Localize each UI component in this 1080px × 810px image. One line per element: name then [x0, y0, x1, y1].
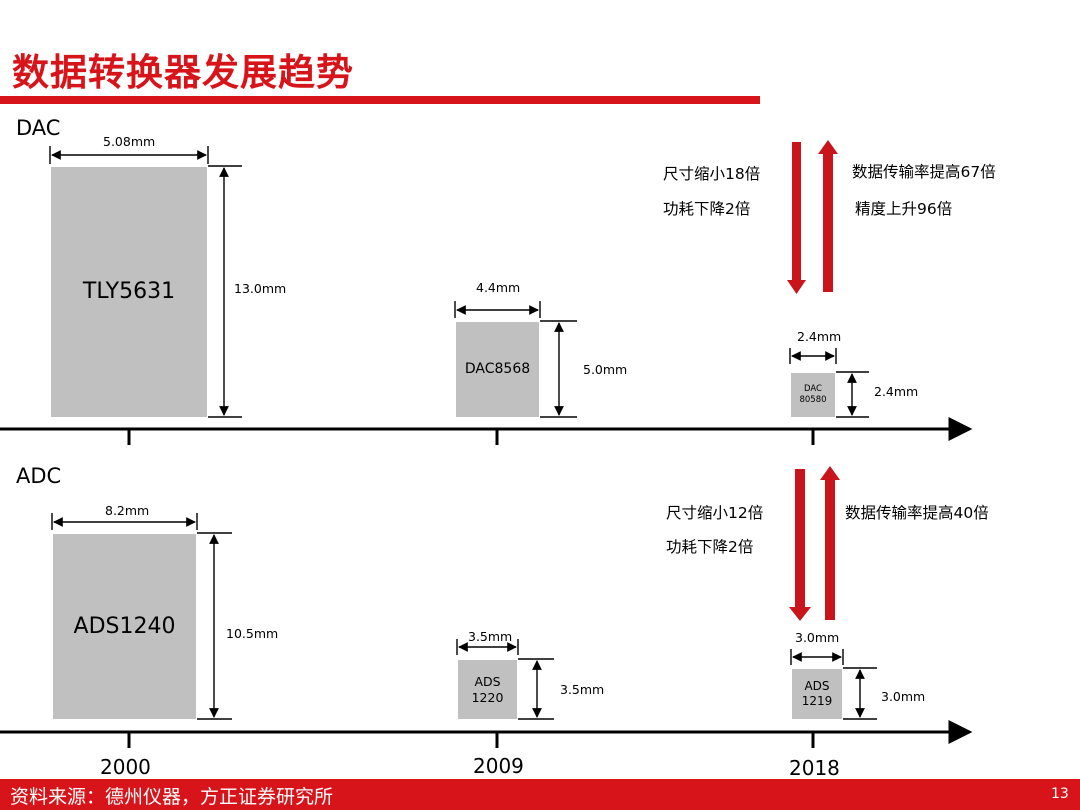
adc-note-size: 尺寸缩小12倍: [666, 504, 764, 522]
dac-chip2-dimensions: [454, 301, 577, 418]
dac-down-arrow: [787, 142, 806, 294]
chip-label: ADS1240: [73, 613, 176, 639]
dac-chip1-height-label: 13.0mm: [234, 281, 287, 296]
adc-chip-ads1240: ADS1240: [53, 534, 196, 719]
dac-chip-dac80580: DAC 80580: [791, 373, 835, 417]
year-label-2000: 2000: [100, 755, 151, 779]
adc-chip3-height-label: 3.0mm: [881, 689, 926, 704]
adc-chip-ads1219: ADS 1219: [792, 669, 842, 719]
adc-chip3-dimensions: [790, 649, 877, 720]
footer-bar: [0, 779, 1080, 810]
year-label-2009: 2009: [473, 754, 524, 778]
dac-note-precision: 精度上升96倍: [855, 200, 953, 218]
dac-chip3-width-label: 2.4mm: [797, 329, 842, 344]
page-number: 13: [1051, 786, 1069, 802]
chip-label-line2: 1219: [801, 694, 833, 708]
dac-chip2-height-label: 5.0mm: [583, 362, 628, 377]
chip-label: DAC8568: [464, 360, 531, 377]
adc-chip1-dimensions: [51, 513, 232, 720]
chip-label-line1: ADS: [804, 679, 830, 693]
chip-label-line2: 80580: [799, 395, 827, 405]
adc-down-arrow: [789, 469, 811, 621]
adc-chip2-width-label: 3.5mm: [468, 629, 513, 644]
dac-chip1-width-label: 5.08mm: [103, 134, 156, 149]
adc-chip-ads1220: ADS 1220: [458, 660, 517, 719]
page-title: 数据转换器发展趋势: [12, 51, 354, 94]
dac-timeline-axis: [0, 417, 973, 445]
chip-label-line1: ADS: [474, 673, 501, 689]
chip-label-line2: 1220: [471, 689, 504, 705]
adc-chip1-height-label: 10.5mm: [226, 626, 279, 641]
adc-note-rate: 数据传输率提高40倍: [845, 504, 989, 522]
dac-up-arrow: [818, 140, 838, 292]
adc-chip2-height-label: 3.5mm: [560, 682, 605, 697]
adc-section-label: ADC: [16, 464, 62, 488]
chip-label-line1: DAC: [804, 384, 822, 395]
dac-chip-tly5631: TLY5631: [51, 167, 207, 417]
dac-note-power: 功耗下降2倍: [663, 200, 751, 218]
adc-note-power: 功耗下降2倍: [666, 538, 754, 556]
adc-chip2-dimensions: [456, 639, 554, 720]
year-label-2018: 2018: [789, 756, 840, 780]
dac-chip1-dimensions: [49, 146, 242, 418]
dac-chip3-dimensions: [789, 348, 869, 418]
adc-timeline-axis: [0, 720, 973, 748]
dac-chip-dac8568: DAC8568: [456, 322, 539, 417]
chip-label: TLY5631: [82, 279, 176, 305]
footer-source: 资料来源：德州仪器，方正证券研究所: [10, 786, 334, 808]
dac-chip3-height-label: 2.4mm: [874, 384, 919, 399]
dac-note-size: 尺寸缩小18倍: [663, 165, 761, 183]
adc-up-arrow: [820, 466, 840, 620]
dac-section-label: DAC: [16, 116, 61, 140]
adc-chip1-width-label: 8.2mm: [105, 503, 150, 518]
dac-chip2-width-label: 4.4mm: [476, 280, 521, 295]
title-underline: [0, 96, 760, 104]
dac-note-rate: 数据传输率提高67倍: [852, 163, 996, 181]
adc-chip3-width-label: 3.0mm: [795, 630, 840, 645]
